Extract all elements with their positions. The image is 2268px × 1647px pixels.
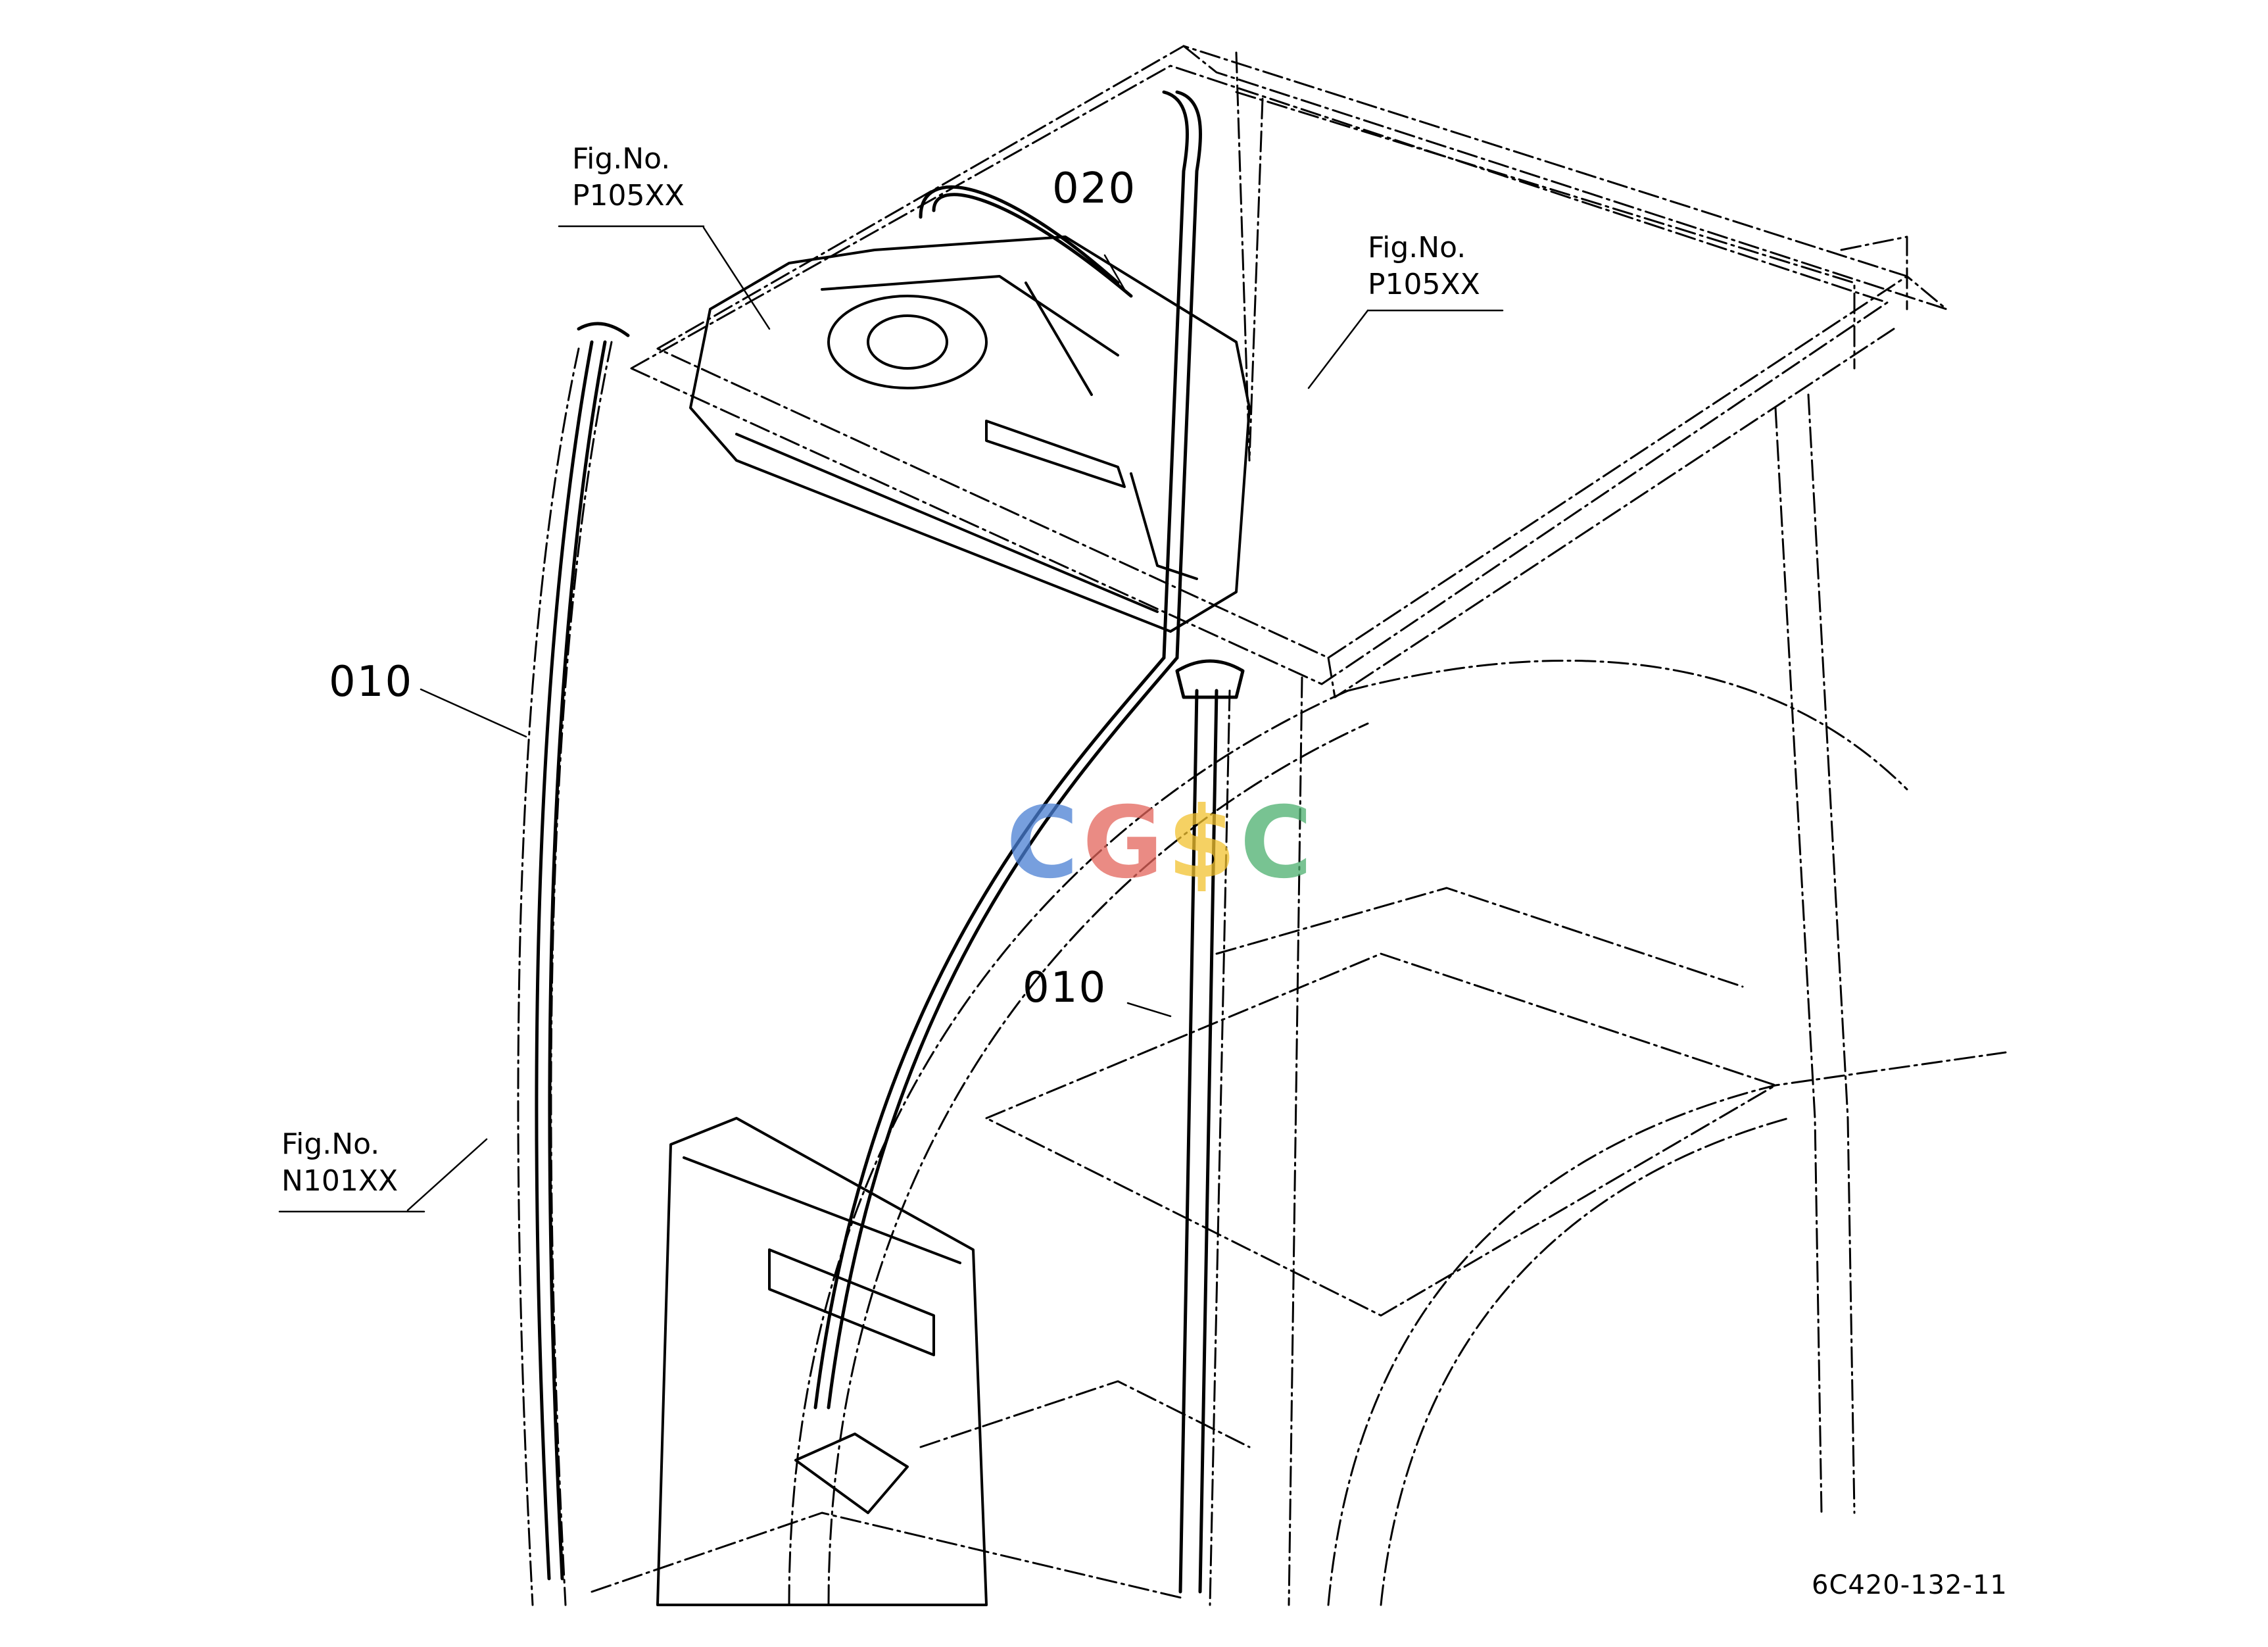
fig-ref-top-right-line1: Fig.No. [1368,231,1466,264]
watermark-logo: CG$C [1006,786,1316,900]
leader-fig-top-left [702,226,771,330]
leader-lines [406,226,1369,1212]
leader-part-020 [1103,254,1126,291]
fig-ref-bottom-left-line2: N101XX [281,1164,398,1198]
figure-code: 6C420-132-11 [1812,1570,2008,1600]
leader-fig-top-right [1307,309,1369,389]
leader-part-010-left [420,688,527,738]
watermark-letter-4: C [1240,786,1316,900]
blower-unit [689,235,1251,633]
fig-ref-top-left: Fig.No. P105XX [572,145,685,210]
hose-020 [813,90,1203,1410]
rear-console [656,1117,988,1606]
rear-fender [788,659,2007,1606]
fig-ref-top-left-line1: Fig.No. [572,142,671,176]
part-number-010-center: 010 [1023,964,1107,1012]
door-seal-center [1175,659,1245,1594]
watermark-letter-1: C [1006,786,1083,900]
part-number-010-left: 010 [329,658,414,706]
leader-fig-bottom-left [406,1138,488,1212]
fig-ref-top-left-line2: P105XX [572,179,685,212]
roof-frame [630,45,1948,699]
fig-ref-top-right: Fig.No. P105XX [1368,234,1480,299]
part-number-020: 020 [1052,164,1137,213]
door-seal-left [535,322,630,1581]
leader-part-010-center [1126,1002,1172,1018]
fig-ref-top-right-line2: P105XX [1368,268,1480,301]
cab-posts [517,51,1856,1606]
fig-ref-bottom-left: Fig.No. N101XX [281,1130,398,1196]
watermark-letter-3: $ [1167,786,1240,900]
fig-ref-bottom-left-line1: Fig.No. [281,1127,380,1161]
fig-ref-underlines [278,225,1504,1213]
floor-panels [591,887,1777,1600]
watermark-letter-2: G [1082,786,1168,900]
